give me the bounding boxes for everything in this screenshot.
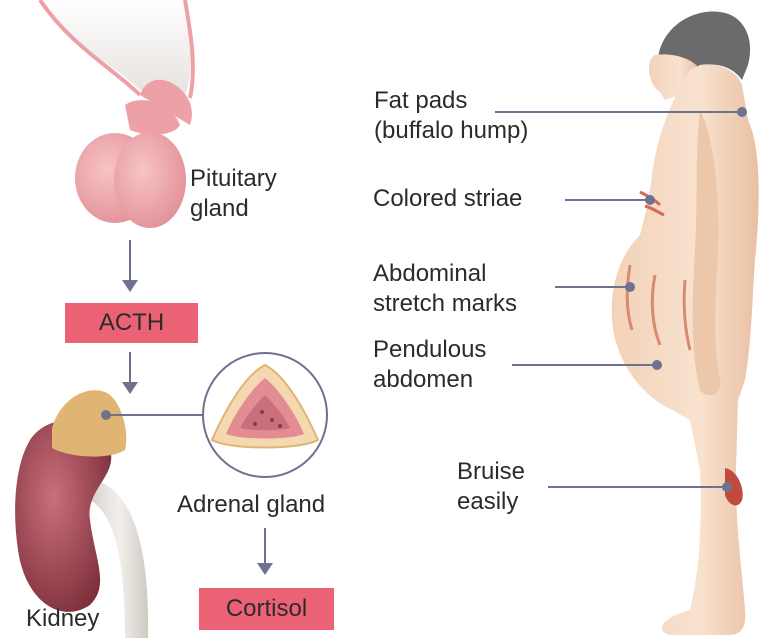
person-illustration [612,12,759,635]
cortisol-box: Cortisol [199,588,334,630]
fat-pads-label: Fat pads (buffalo hump) [374,86,528,146]
bruise-label-line2: easily [457,487,525,517]
pendulous-label-line2: abdomen [373,365,486,395]
pituitary-label: Pituitary gland [190,164,277,224]
arrow-adrenal-to-cortisol [257,528,273,575]
pituitary-label-line1: Pituitary [190,164,277,194]
stretch-marks-label-line2: stretch marks [373,289,517,319]
striae-pointer [565,195,655,205]
pituitary-gland-illustration [40,0,193,228]
pituitary-label-line2: gland [190,194,277,224]
acth-box: ACTH [65,303,198,343]
striae-label: Colored striae [373,184,522,214]
adrenal-label: Adrenal gland [177,490,325,520]
fat-pads-label-line1: Fat pads [374,86,528,116]
bruise-label: Bruise easily [457,457,525,517]
adrenal-gland-illustration [52,390,126,456]
adrenal-cross-section [203,353,327,477]
pendulous-label-line1: Pendulous [373,335,486,365]
kidney-label: Kidney [26,604,99,634]
pendulous-label: Pendulous abdomen [373,335,486,395]
fat-pads-label-line2: (buffalo hump) [374,116,528,146]
stretch-marks-label-line1: Abdominal [373,259,517,289]
bruise-label-line1: Bruise [457,457,525,487]
arrow-pituitary-to-acth [122,240,138,292]
stretch-marks-label: Abdominal stretch marks [373,259,517,319]
arrow-acth-to-adrenal [122,352,138,394]
adrenal-callout-dot [101,410,111,420]
